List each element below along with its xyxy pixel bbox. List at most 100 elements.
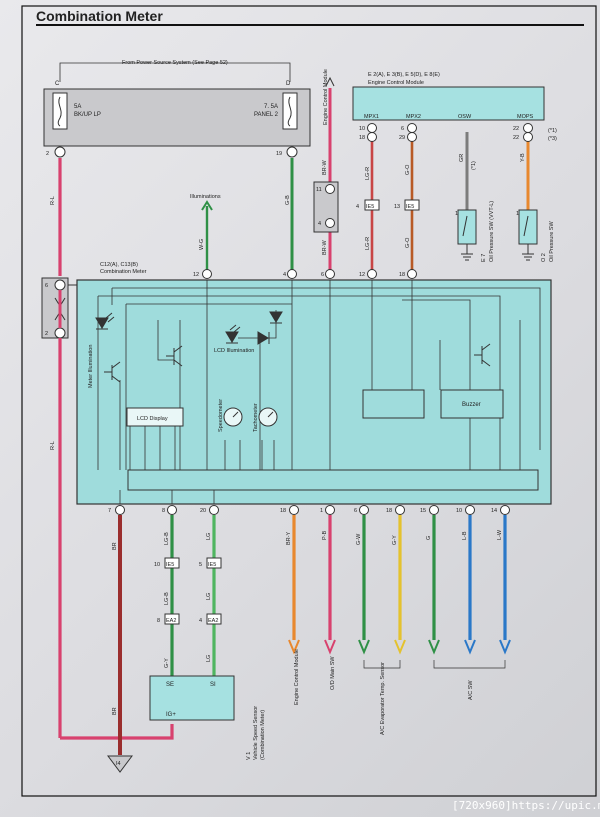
transistor-icon xyxy=(166,345,183,367)
brw-joint-pin-lower[interactable] xyxy=(325,218,335,228)
lcd-display-box xyxy=(126,407,184,427)
meter-bottom-pin[interactable] xyxy=(115,505,125,515)
oil-pressure-sw[interactable] xyxy=(518,209,538,245)
meter-top-pin[interactable] xyxy=(325,269,335,279)
junction-ie5-mpx1-pin: 4 xyxy=(356,204,359,210)
ecm-box[interactable] xyxy=(352,86,545,121)
meter-bottom-pin[interactable] xyxy=(209,505,219,515)
junction-ea2-lg-pin: 4 xyxy=(199,618,202,624)
ecm-note-1: (*1) xyxy=(548,128,557,134)
destination-ac-evap: A/C Evaporator Temp. Sensor xyxy=(380,662,386,735)
label-br-y: BR-Y xyxy=(286,532,292,545)
bottom-pin-num: 8 xyxy=(162,508,165,514)
label-lg-lower: LG xyxy=(206,655,212,662)
fuse-1-rating: 5A xyxy=(74,104,81,110)
meter-bottom-pin[interactable] xyxy=(465,505,475,515)
meter-connectors: C12(A), C13(B) xyxy=(100,262,138,268)
ac-sw-bracket xyxy=(433,660,506,669)
arrow-down-icon xyxy=(288,639,300,655)
oil-sw-contact-icon xyxy=(523,215,529,237)
label-lg-b-upper: LG-B xyxy=(164,532,170,545)
junction-ea2-lgb[interactable] xyxy=(164,613,180,625)
watermark: [720x960]https://upic.me/ xyxy=(452,799,600,812)
mpx1-num-upper: 10 xyxy=(359,126,365,132)
mpx1-pin-upper[interactable] xyxy=(367,123,377,133)
fuse-2-icon xyxy=(282,92,298,130)
mops-num-upper: 22 xyxy=(513,126,519,132)
fuse-1-connector[interactable] xyxy=(54,146,66,158)
label-lg-r-upper: LG-R xyxy=(365,167,371,180)
meter-left-pin-2[interactable] xyxy=(54,327,66,339)
meter-bottom-pin[interactable] xyxy=(359,505,369,515)
meter-top-pin[interactable] xyxy=(407,269,417,279)
oil-pressure-sw-vvtl[interactable] xyxy=(457,209,477,245)
fuse-1-icon xyxy=(52,92,68,130)
brw-joint-pin-upper[interactable] xyxy=(325,184,335,194)
junction-ie5-mpx2-pin: 13 xyxy=(394,204,400,210)
meter-bottom-pin[interactable] xyxy=(325,505,335,515)
fuse-2-connector[interactable] xyxy=(286,146,298,158)
mpx2-num-upper: 6 xyxy=(401,126,404,132)
label-lg-r-lower: LG-R xyxy=(365,237,371,250)
label-g-o-lower: G-O xyxy=(405,237,411,248)
ground-ref: I4 xyxy=(116,761,121,767)
meter-top-pin[interactable] xyxy=(367,269,377,279)
ecm-terminal-osw: OSW xyxy=(458,114,472,120)
label-l-w: L-W xyxy=(497,529,503,540)
junction-ie5-mpx2[interactable] xyxy=(404,199,420,211)
mpx1-pin-lower[interactable] xyxy=(367,132,377,142)
label-g-b: G-B xyxy=(285,195,291,205)
label-g-w: G-W xyxy=(356,533,362,545)
junction-ie5-lg-label: IE5 xyxy=(208,562,216,568)
junction-ie5-mpx1[interactable] xyxy=(364,199,380,211)
meter-bottom-pin[interactable] xyxy=(429,505,439,515)
output-arrow-icons xyxy=(288,639,511,655)
osw-note: (*1) xyxy=(471,161,477,170)
junction-ie5-mpx2-label: IE5 xyxy=(406,204,414,210)
meter-bottom-pin[interactable] xyxy=(167,505,177,515)
junction-ie5-lgb[interactable] xyxy=(164,557,180,569)
fuse-1-name: BK/UP LP xyxy=(74,112,101,118)
meter-bottom-pin[interactable] xyxy=(395,505,405,515)
vehicle-speed-sensor-box[interactable] xyxy=(149,675,235,721)
label-w-g: W-G xyxy=(199,239,205,250)
oil-sw-vvtl-pin: 1 xyxy=(455,211,458,217)
top-pin-num: 18 xyxy=(399,272,405,278)
ecm-vertical-label: Engine Control Module xyxy=(323,69,329,125)
sensor-terminal-se: SE xyxy=(166,682,174,688)
fuse-2-name: PANEL 2 xyxy=(254,112,279,118)
meter-logic-block xyxy=(362,389,425,419)
top-pin-num: 6 xyxy=(321,272,324,278)
ecm-terminal-mpx1: MPX1 xyxy=(364,114,379,120)
arrow-down-icon xyxy=(464,639,476,655)
meter-left-num-6: 6 xyxy=(45,283,48,289)
mops-pin-lower[interactable] xyxy=(523,132,533,142)
meter-top-pin[interactable] xyxy=(287,269,297,279)
meter-left-pin-6[interactable] xyxy=(54,279,66,291)
junction-ea2-lg[interactable] xyxy=(206,613,222,625)
label-br-w-upper: BR-W xyxy=(322,160,328,175)
junction-ie5-lg-pin: 5 xyxy=(199,562,202,568)
fuse-1-pin-top: C xyxy=(55,81,60,87)
mpx2-pin-lower[interactable] xyxy=(407,132,417,142)
lcd-illumination-label: LCD Illumination xyxy=(214,348,254,354)
junction-ea2-lgb-label: EA2 xyxy=(166,618,176,624)
label-lg-mid: LG xyxy=(206,593,212,600)
top-pin-num: 4 xyxy=(283,272,286,278)
diode-icon xyxy=(269,311,283,324)
mops-pin-upper[interactable] xyxy=(523,123,533,133)
meter-top-pin[interactable] xyxy=(202,269,212,279)
meter-bottom-pin[interactable] xyxy=(289,505,299,515)
bottom-pin-num: 18 xyxy=(280,508,286,514)
sensor-ref: V 1 xyxy=(246,752,252,760)
junction-ie5-lg[interactable] xyxy=(206,557,222,569)
mpx2-pin-upper[interactable] xyxy=(407,123,417,133)
mpx2-num-lower: 29 xyxy=(399,135,405,141)
bottom-pin-num: 1 xyxy=(320,508,323,514)
meter-bottom-pin[interactable] xyxy=(500,505,510,515)
label-p-b: P-B xyxy=(322,531,328,541)
top-pin-num: 12 xyxy=(359,272,365,278)
fuse-block[interactable] xyxy=(43,88,311,147)
meter-left-num-2: 2 xyxy=(45,331,48,337)
